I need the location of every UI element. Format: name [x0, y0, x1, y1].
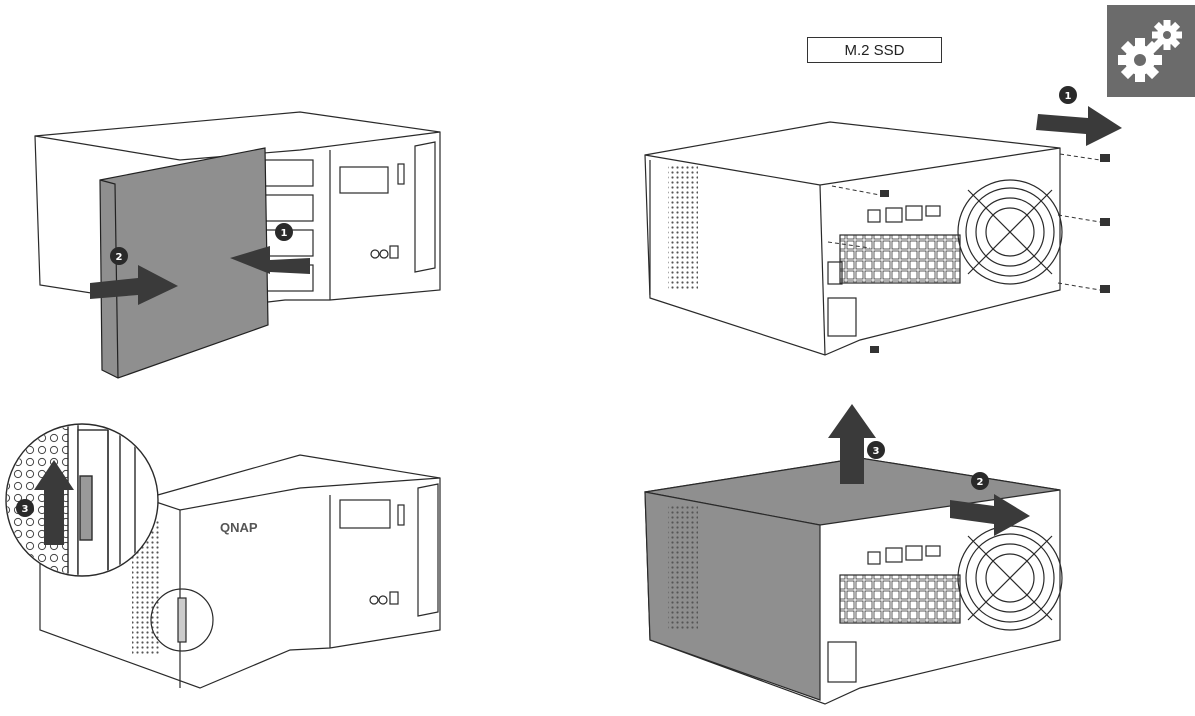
screw-guides [827, 153, 1101, 291]
svg-text:2: 2 [116, 252, 123, 263]
step-badge-2-rear: 2 [971, 472, 989, 490]
gears-icon [1118, 20, 1182, 82]
arrow-step-1 [230, 246, 310, 274]
step-badge-3: 3 [16, 499, 34, 517]
step-badge-1-rear: 1 [1059, 86, 1077, 104]
settings-badge [1107, 5, 1195, 97]
arrow-step-1-rear [1036, 106, 1122, 146]
screws [870, 154, 1110, 353]
svg-text:2: 2 [977, 477, 984, 488]
svg-text:3: 3 [873, 446, 880, 457]
arrow-step-3-up [34, 460, 74, 545]
svg-text:3: 3 [22, 504, 29, 515]
front-view-cover-removal [34, 111, 441, 379]
step-badge-1: 1 [275, 223, 293, 241]
arrow-step-2 [90, 265, 178, 305]
step-badge-3-rear: 3 [867, 441, 885, 459]
svg-text:1: 1 [281, 228, 288, 239]
rear-view-cover-slide [644, 457, 1063, 705]
step-badge-2: 2 [110, 247, 128, 265]
qnap-logo: QNAP [220, 520, 258, 535]
arrow-step-3-up-rear [828, 404, 876, 484]
rear-view-screws [644, 121, 1063, 356]
svg-text:1: 1 [1065, 91, 1072, 102]
section-label-m2-ssd: M.2 SSD [807, 37, 942, 63]
arrow-step-2-rear [950, 494, 1030, 536]
